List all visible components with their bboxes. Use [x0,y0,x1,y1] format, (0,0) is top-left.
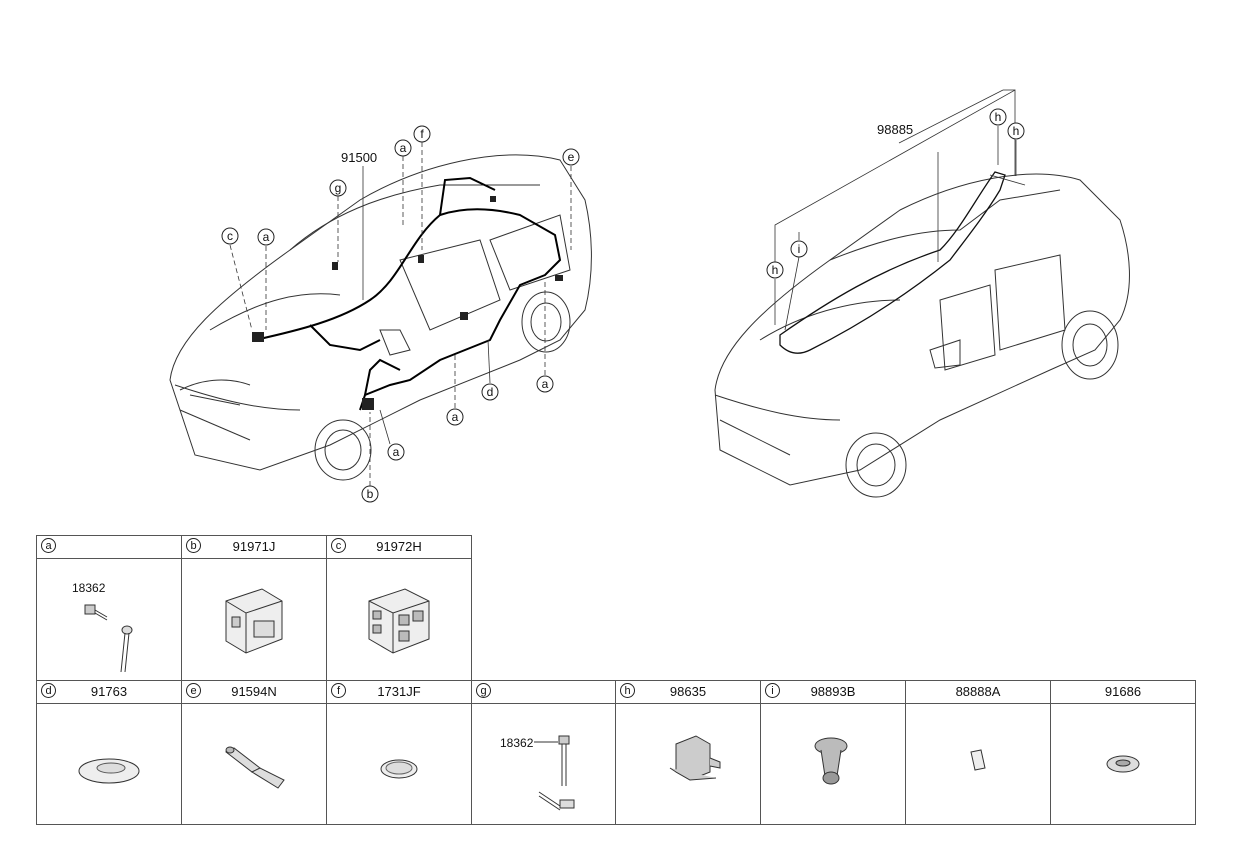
assembly-illustration: 91500 c a g a f e a a d a b [169,89,1130,503]
washer-icon [1106,755,1140,773]
part-cell-88888a: 88888A [905,680,1051,825]
relay-box-icon [225,588,283,654]
glass-part-label: 98885 [877,122,913,137]
left-callouts: c a g a f e a a d a b [221,125,580,503]
svg-text:h: h [772,263,779,277]
svg-text:c: c [227,229,233,243]
svg-text:a: a [263,230,270,244]
fastener-icon [814,737,848,785]
grommet-icon [78,758,140,784]
svg-text:e: e [568,150,575,164]
svg-text:h: h [995,110,1002,124]
right-car-drawing [714,173,1130,498]
svg-text:h: h [1013,124,1020,138]
svg-text:i: i [798,242,801,256]
left-leader-lines [229,142,572,486]
right-leader-lines [774,89,1026,331]
svg-text:d: d [487,385,494,399]
bolt-ground-terminal-icon [534,735,575,811]
right-callouts: h h i h [766,108,1025,279]
label-tag-icon [970,749,986,771]
svg-text:a: a [452,410,459,424]
part-cell-a: a 18362 [36,535,182,681]
junction-box-icon [368,588,430,654]
left-car-drawing [169,154,592,481]
plug-icon [380,759,418,779]
harness-connectors [252,196,563,410]
svg-text:f: f [420,127,424,141]
svg-text:g: g [335,181,342,195]
windshield-glass [779,171,1006,354]
tube-protector-icon [225,746,285,789]
part-cell-g: g 18362 [471,680,616,825]
svg-text:a: a [542,377,549,391]
clip-icon [669,735,721,781]
svg-text:a: a [400,141,407,155]
harness-part-label: 91500 [341,150,377,165]
part-cell-91686: 91686 [1050,680,1196,825]
svg-text:b: b [367,487,374,501]
left-leader-solid [362,166,491,445]
bolt-with-ground-icon [84,604,133,673]
svg-text:a: a [393,445,400,459]
wiring-harness [254,176,562,411]
